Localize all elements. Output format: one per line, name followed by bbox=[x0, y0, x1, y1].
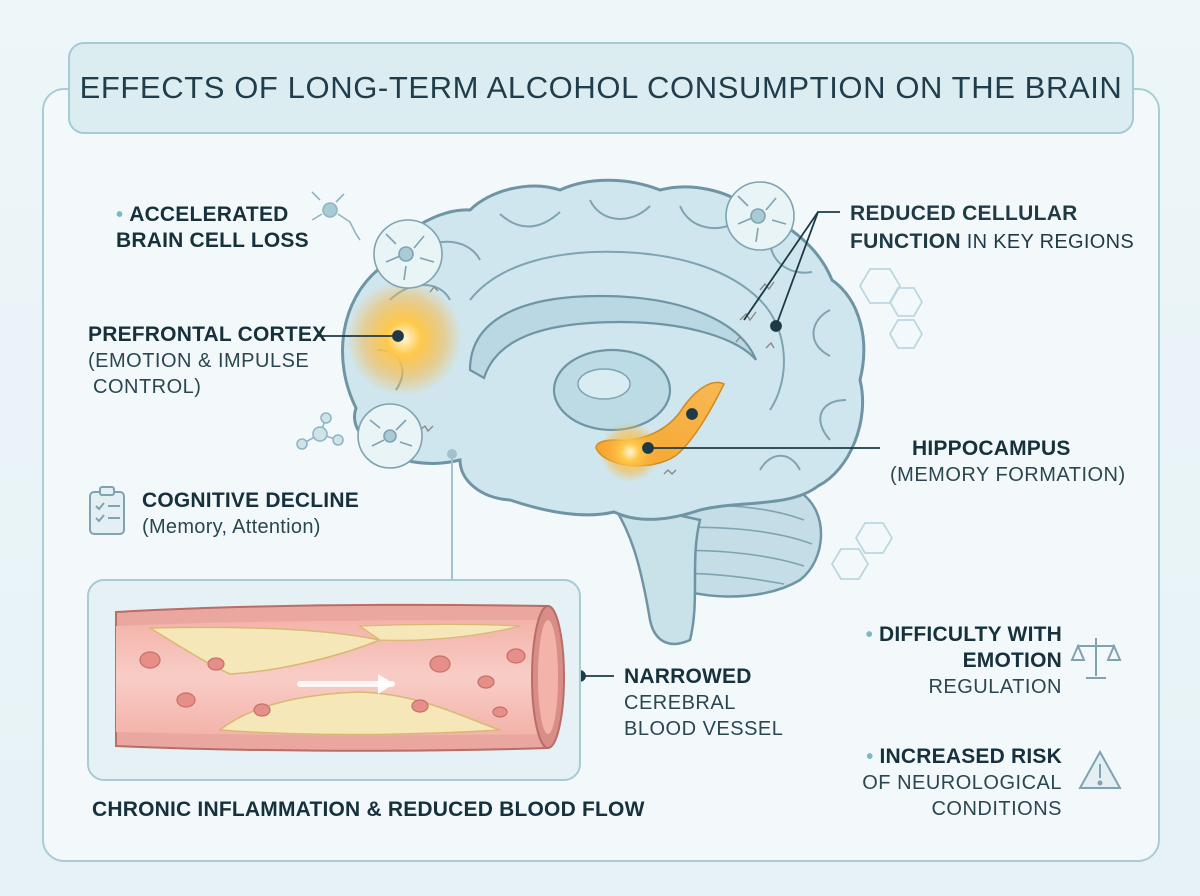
label-narrowed-vessel: NARROWED CEREBRAL BLOOD VESSEL bbox=[624, 665, 784, 740]
label-brain-cell-loss: •ACCELERATED BRAIN CELL LOSS bbox=[116, 203, 309, 252]
plaque-bottom bbox=[218, 691, 501, 736]
corpus-callosum bbox=[468, 294, 758, 380]
hexagon-icon bbox=[830, 268, 924, 580]
plaque-top bbox=[147, 626, 383, 675]
scales-icon bbox=[1070, 638, 1122, 679]
label-hippocampus: HIPPOCAMPUS (MEMORY FORMATION) bbox=[890, 437, 1126, 486]
label-cognitive-decline: COGNITIVE DECLINE (Memory, Attention) bbox=[142, 489, 359, 538]
warning-icon bbox=[1078, 749, 1122, 789]
bullet-icon: • bbox=[866, 746, 874, 768]
neuron-icon bbox=[357, 181, 795, 469]
clipboard-icon bbox=[89, 486, 125, 535]
brain-stem bbox=[607, 498, 702, 646]
leader-lines bbox=[318, 211, 880, 682]
label-prefrontal-cortex: PREFRONTAL CORTEX (EMOTION & IMPULSE CON… bbox=[88, 323, 327, 398]
bullet-icon: • bbox=[865, 624, 873, 646]
molecule-icon bbox=[296, 412, 344, 450]
neuron-icon bbox=[311, 191, 361, 241]
bullet-icon: • bbox=[116, 204, 124, 226]
label-neurological-risk: •INCREASED RISK OF NEUROLOGICAL CONDITIO… bbox=[862, 745, 1062, 820]
label-emotion-regulation: •DIFFICULTY WITH EMOTION REGULATION bbox=[865, 623, 1062, 698]
title-banner: EFFECTS OF LONG-TERM ALCOHOL CONSUMPTION… bbox=[68, 42, 1134, 134]
brain-diagram bbox=[341, 178, 866, 646]
prefrontal-glow bbox=[346, 280, 462, 396]
vessel-illustration bbox=[87, 579, 581, 781]
label-reduced-function: REDUCED CELLULAR FUNCTION IN KEY REGIONS bbox=[850, 202, 1134, 253]
vessel-caption: CHRONIC INFLAMMATION & REDUCED BLOOD FLO… bbox=[92, 798, 645, 821]
page-title: EFFECTS OF LONG-TERM ALCOHOL CONSUMPTION… bbox=[79, 70, 1123, 105]
